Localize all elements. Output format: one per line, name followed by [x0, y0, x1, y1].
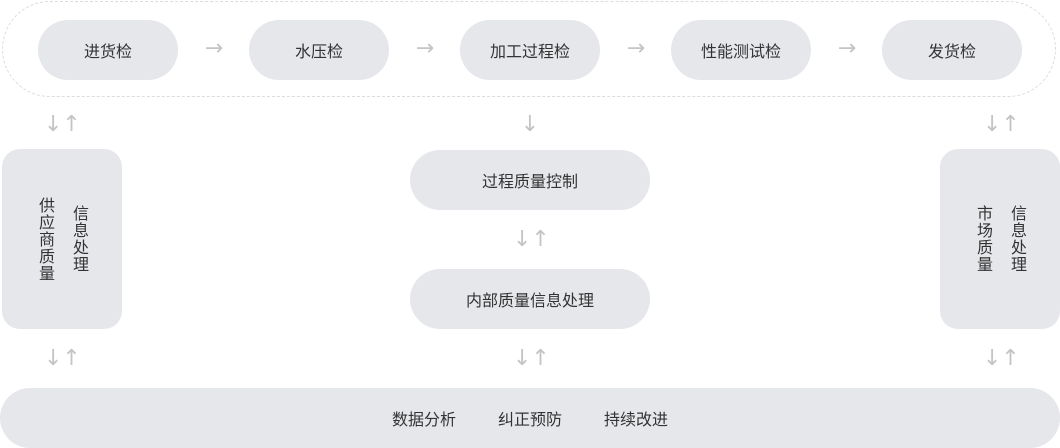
- step-shipping-inspection: 发货检: [882, 20, 1022, 80]
- process-flow-container: [2, 1, 1056, 97]
- step-performance-test: 性能测试检: [671, 20, 811, 80]
- bidirectional-arrow-icon: ↓↑: [513, 346, 550, 371]
- bidirectional-arrow-icon: ↓↑: [983, 346, 1020, 371]
- bidirectional-arrow-icon: ↓↑: [44, 112, 81, 137]
- continuous-improvement: 持续改进: [604, 410, 669, 429]
- supplier-col2: 信息处理: [70, 205, 89, 273]
- right-arrow-icon: →: [626, 36, 646, 61]
- market-col2: 信息处理: [1008, 205, 1027, 273]
- step-process-inspection: 加工过程检: [460, 20, 600, 80]
- process-quality-control: 过程质量控制: [410, 150, 650, 210]
- internal-quality-info: 内部质量信息处理: [410, 269, 650, 329]
- bidirectional-arrow-icon: ↓↑: [983, 112, 1020, 137]
- market-quality-box: 市场质量 信息处理: [940, 149, 1060, 329]
- down-arrow-icon: ↓: [520, 112, 540, 137]
- improvement-bar: 数据分析 纠正预防 持续改进: [0, 388, 1060, 448]
- market-col1: 市场质量: [974, 205, 993, 273]
- right-arrow-icon: →: [415, 36, 435, 61]
- step-incoming-inspection: 进货检: [38, 20, 178, 80]
- bidirectional-arrow-icon: ↓↑: [513, 227, 550, 252]
- supplier-col1: 供应商质量: [36, 196, 55, 282]
- step-hydro-test: 水压检: [249, 20, 389, 80]
- supplier-quality-box: 供应商质量 信息处理: [2, 149, 122, 329]
- right-arrow-icon: →: [204, 36, 224, 61]
- corrective-preventive: 纠正预防: [497, 410, 562, 429]
- bidirectional-arrow-icon: ↓↑: [44, 346, 81, 371]
- right-arrow-icon: →: [837, 36, 857, 61]
- data-analysis: 数据分析: [391, 410, 456, 429]
